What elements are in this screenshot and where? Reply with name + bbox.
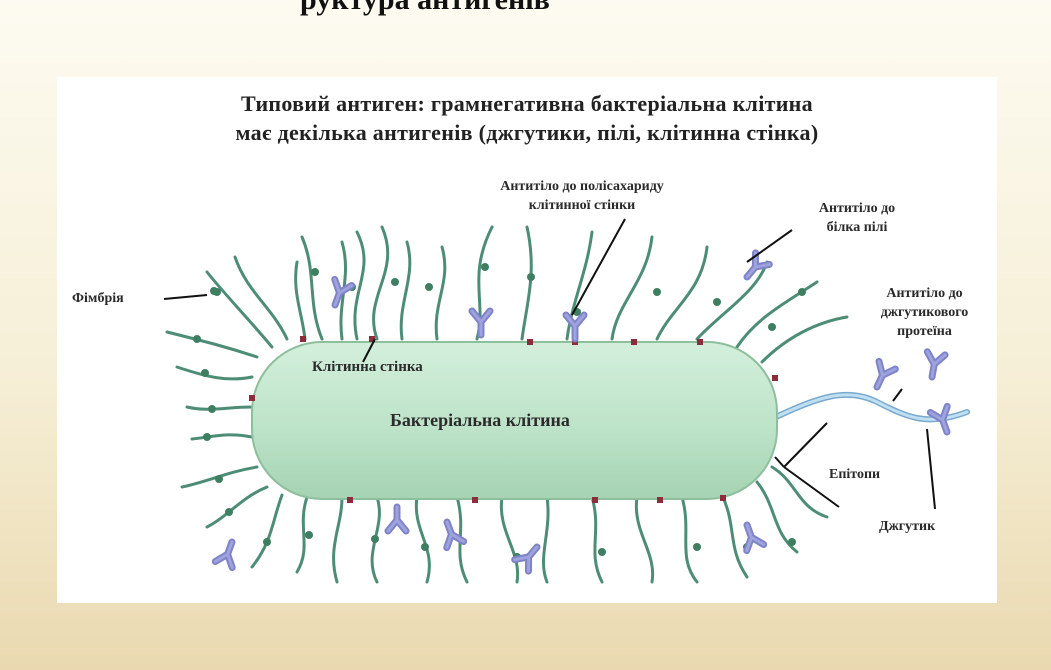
label-epitopes: Епітопи	[829, 465, 880, 484]
label-antibody-flagellar-line3: протеїна	[852, 322, 997, 341]
label-antibody-flagellar-line2: джгутикового	[852, 303, 997, 322]
label-antibody-polysaccharide-line2: клітинної стінки	[452, 196, 712, 215]
label-antibody-pili-line2: білка пілі	[792, 218, 922, 237]
label-antibody-pili: Антитіло до білка пілі	[792, 199, 922, 237]
label-antibody-pili-line1: Антитіло до	[792, 199, 922, 218]
label-flagellum: Джгутик	[879, 517, 935, 536]
label-fimbria: Фімбрія	[72, 289, 124, 308]
slide-title-partial: руктура антигенів	[300, 0, 760, 17]
label-antibody-polysaccharide: Антитіло до полісахариду клітинної стінк…	[452, 177, 712, 215]
label-cell-wall: Клітинна стінка	[312, 359, 423, 376]
label-antibody-flagellar: Антитіло до джгутикового протеїна	[852, 284, 997, 341]
label-bacterial-cell: Бактеріальна клітина	[390, 410, 570, 431]
diagram-panel: Типовий антиген: грамнегативна бактеріал…	[57, 77, 997, 603]
label-antibody-flagellar-line1: Антитіло до	[852, 284, 997, 303]
label-antibody-polysaccharide-line1: Антитіло до полісахариду	[452, 177, 712, 196]
